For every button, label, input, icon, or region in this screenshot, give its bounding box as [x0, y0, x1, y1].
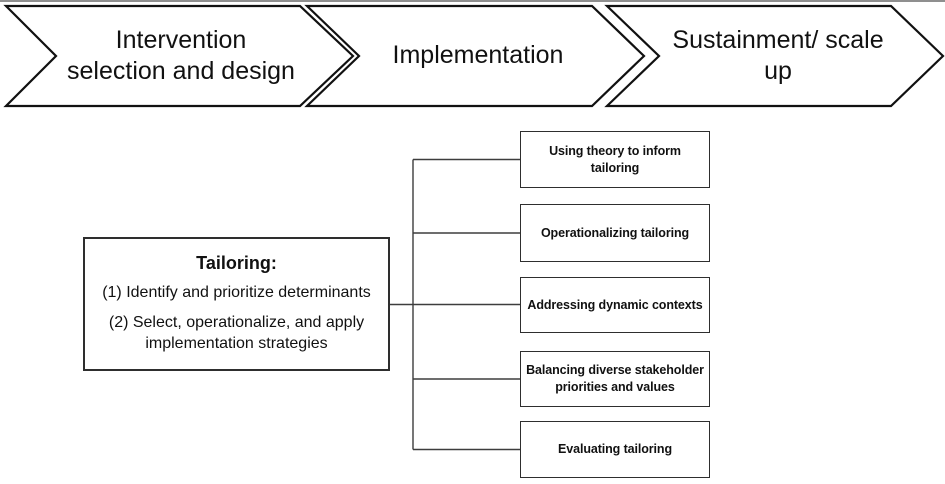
strategy-box-using-theory: Using theory to inform tailoring — [520, 131, 710, 188]
process-step-sustainment-label: Sustainment/ scale up — [672, 25, 884, 86]
strategy-box-dynamic-contexts: Addressing dynamic contexts — [520, 277, 710, 333]
strategy-box-stakeholder-priorities: Balancing diverse stakeholder priorities… — [520, 351, 710, 407]
tailoring-box-item-2: (2) Select, operationalize, and apply im… — [108, 314, 365, 352]
strategy-box-label: Evaluating tailoring — [558, 442, 672, 457]
figure-top-border — [0, 0, 945, 2]
process-step-implementation-label: Implementation — [392, 41, 564, 70]
tailoring-box-item-1: (1) Identify and prioritize determinants — [102, 284, 371, 302]
tailoring-box-title: Tailoring: — [196, 253, 277, 274]
strategy-box-label: Using theory to inform tailoring — [549, 143, 681, 175]
strategy-box-label: Operationalizing tailoring — [540, 225, 690, 240]
strategy-box-evaluating: Evaluating tailoring — [520, 421, 710, 478]
strategy-box-operationalizing: Operationalizing tailoring — [520, 204, 710, 262]
strategy-box-label: Balancing diverse stakeholder priorities… — [526, 363, 704, 394]
strategy-box-label: Addressing dynamic contexts — [527, 297, 703, 312]
process-step-intervention-label: Intervention selection and design — [67, 25, 295, 86]
tailoring-box: Tailoring: (1) Identify and prioritize d… — [83, 237, 390, 371]
